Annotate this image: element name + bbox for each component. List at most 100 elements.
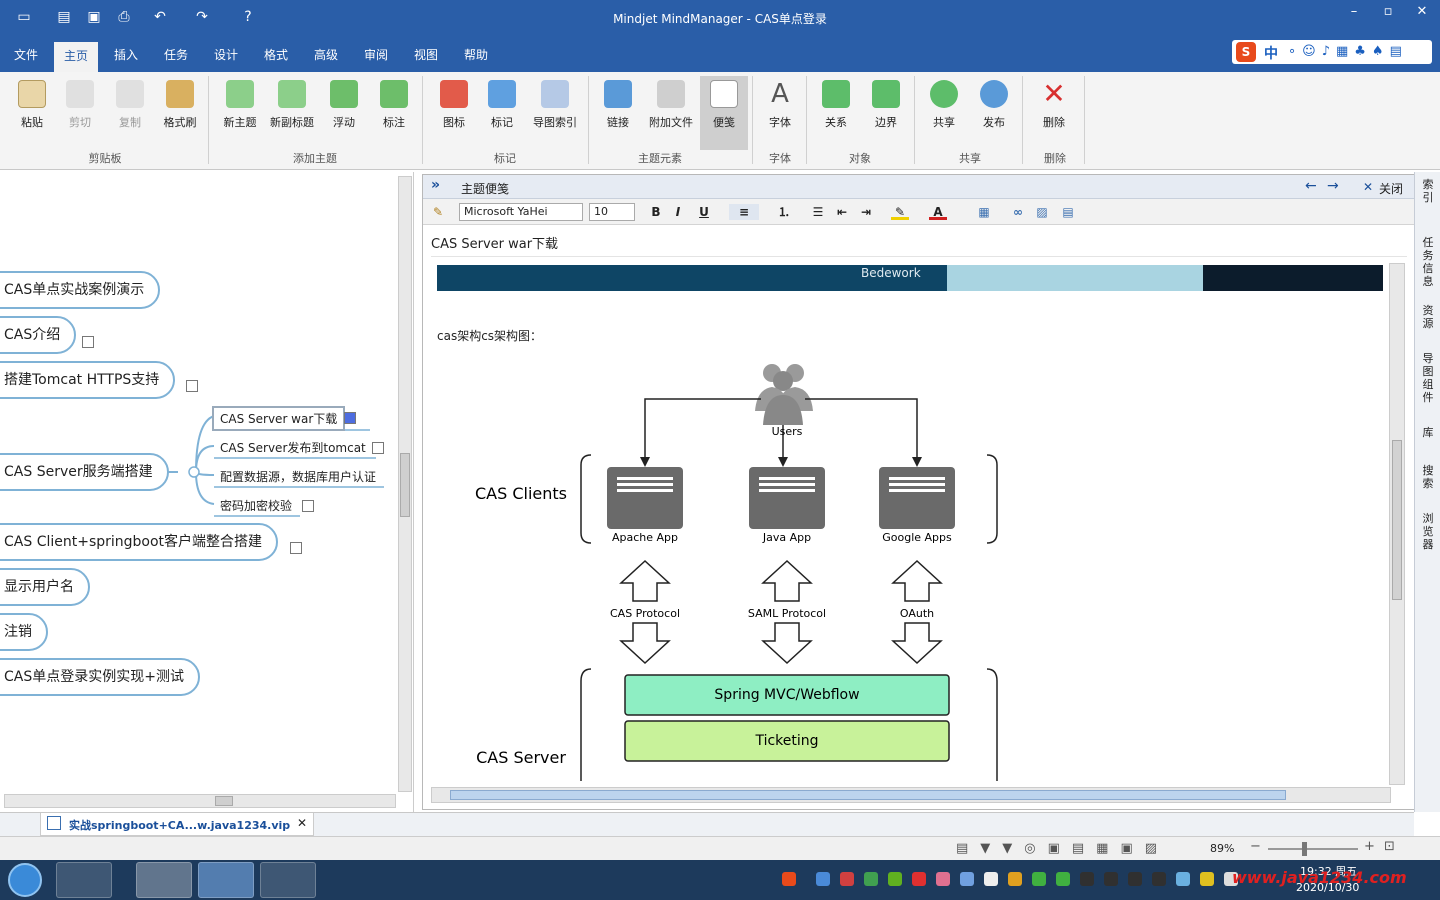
expand-chevron-icon[interactable]: » [431,177,441,193]
print-icon[interactable]: ⎙ [118,9,130,25]
tray-icon[interactable] [984,872,998,886]
side-tab-browser[interactable]: 浏览器 [1422,512,1434,551]
ime-chinese-indicator[interactable]: 中 [1264,46,1278,62]
tray-wechat-icon[interactable] [1056,872,1070,886]
align-left-icon[interactable]: ≡ [729,204,759,220]
open-folder-icon[interactable]: ▤ [57,9,71,25]
publish-button[interactable]: 发布 [970,76,1018,150]
note-icon[interactable] [290,542,302,554]
topic-node[interactable]: CAS单点登录实例实现+测试 [0,658,200,696]
zoom-in-icon[interactable]: + [1364,839,1375,854]
indent-icon[interactable]: ⇥ [860,205,872,219]
tray-qq-icon[interactable] [1152,872,1166,886]
start-button[interactable] [8,863,42,897]
boundary-button[interactable]: 边界 [862,76,910,150]
side-tab-resources[interactable]: 资源 [1422,304,1434,330]
menu-task[interactable]: 任务 [164,48,189,62]
clock-date[interactable]: 2020/10/30 [1296,881,1360,894]
taskbar-app-mindmanager-icon[interactable] [198,862,254,898]
tray-icon[interactable] [840,872,854,886]
insert-field-icon[interactable]: ▤ [1062,205,1074,219]
topic-node[interactable]: CAS Client+springboot客户端整合搭建 [0,523,279,561]
tray-icon[interactable] [912,872,926,886]
zoom-out-icon[interactable]: − [1250,839,1261,854]
tray-icon[interactable] [1200,872,1214,886]
taskbar-app-browser-icon[interactable] [56,862,112,898]
fit-map-icon[interactable]: ⊡ [1384,839,1395,854]
zoom-slider[interactable] [1268,848,1358,850]
minimize-button[interactable]: – [1350,4,1358,19]
save-icon[interactable]: ▣ [87,9,101,25]
tray-qq-icon[interactable] [1104,872,1118,886]
view-mode-icons[interactable]: ▤▼▼◎▣▤▦▣▨ [956,841,1170,856]
close-notes-button[interactable]: 关闭 [1379,182,1404,196]
table-icon[interactable]: ▦ [978,205,990,219]
menu-review[interactable]: 审阅 [364,48,389,62]
clock-time[interactable]: 19:32 周五 [1300,865,1358,878]
scrollbar-thumb[interactable] [400,453,410,517]
tray-icon[interactable] [816,872,830,886]
font-family-select[interactable]: Microsoft YaHei [459,203,583,221]
new-subtopic-button[interactable]: 新副标题 [268,76,316,150]
map-index-button[interactable]: 导图索引 [528,76,582,150]
menu-advanced[interactable]: 高级 [314,48,339,62]
notes-button[interactable]: 便笺 [700,76,748,150]
share-button[interactable]: 共享 [920,76,968,150]
icon-button[interactable]: 图标 [430,76,478,150]
tray-icon[interactable] [960,872,974,886]
note-icon[interactable] [186,380,198,392]
note-icon[interactable] [82,336,94,348]
tray-qq-icon[interactable] [1080,872,1094,886]
tray-nvidia-icon[interactable] [888,872,902,886]
close-button[interactable]: ✕ [1416,4,1428,19]
forward-arrow-icon[interactable]: → [1327,178,1339,194]
taskbar-app-qq-icon[interactable] [136,862,192,898]
scrollbar-thumb[interactable] [450,790,1286,800]
horizontal-scrollbar[interactable] [4,794,396,808]
menu-home[interactable]: 主页 [54,42,99,72]
note-icon[interactable] [372,442,384,454]
taskbar-app-folder-icon[interactable] [260,862,316,898]
scrollbar-thumb[interactable] [1392,440,1402,600]
topic-node[interactable]: CAS Server服务端搭建 [0,453,169,491]
close-icon[interactable]: ✕ [1363,180,1374,194]
underline-button[interactable]: U [699,205,709,219]
ime-toolbar[interactable]: S 中 ∘☺♪▦♣♠▤ [1232,40,1432,64]
attach-file-button[interactable]: 附加文件 [644,76,698,150]
side-tab-index[interactable]: 索引 [1422,178,1434,204]
floating-topic-button[interactable]: 浮动 [320,76,368,150]
restore-button[interactable]: ▫ [1383,4,1393,19]
side-tab-map-parts[interactable]: 导图组件 [1422,352,1434,404]
note-icon[interactable] [344,412,356,424]
side-tab-search[interactable]: 搜索 [1422,464,1434,490]
numbered-list-icon[interactable]: ⒈ [777,205,790,219]
back-arrow-icon[interactable]: ← [1305,178,1317,194]
font-size-select[interactable]: 10 [589,203,635,221]
bold-button[interactable]: B [651,205,661,219]
relationship-button[interactable]: 关系 [812,76,860,150]
notes-vertical-scrollbar[interactable] [1389,263,1405,785]
undo-icon[interactable]: ↶ [154,9,166,25]
tray-qq-icon[interactable] [1128,872,1142,886]
topic-node[interactable]: CAS单点实战案例演示 [0,271,161,309]
callout-button[interactable]: 标注 [370,76,418,150]
topic-node[interactable]: 注销 [0,613,48,651]
menu-design[interactable]: 设计 [214,48,239,62]
tag-button[interactable]: 标记 [478,76,526,150]
menu-insert[interactable]: 插入 [114,48,139,62]
italic-button[interactable]: I [675,205,681,219]
new-topic-button[interactable]: 新主题 [216,76,264,150]
ime-tool-icons[interactable]: ∘☺♪▦♣♠▤ [1288,44,1408,59]
subtopic[interactable]: 密码加密校验 [220,499,293,513]
bullet-list-icon[interactable]: ☰ [812,205,824,219]
note-icon[interactable] [302,500,314,512]
tray-shield-icon[interactable] [864,872,878,886]
copy-button[interactable]: 复制 [106,76,154,150]
new-doc-icon[interactable]: ▭ [17,9,31,25]
note-content[interactable]: Bedework cas架构cs架构图： Users CAS Clients A… [431,261,1391,783]
tray-icon[interactable] [936,872,950,886]
topic-node[interactable]: 显示用户名 [0,568,90,606]
scrollbar-thumb[interactable] [215,796,233,806]
subtopic-selected[interactable]: CAS Server war下载 [212,406,346,431]
highlight-icon[interactable]: ✎ [891,204,909,220]
